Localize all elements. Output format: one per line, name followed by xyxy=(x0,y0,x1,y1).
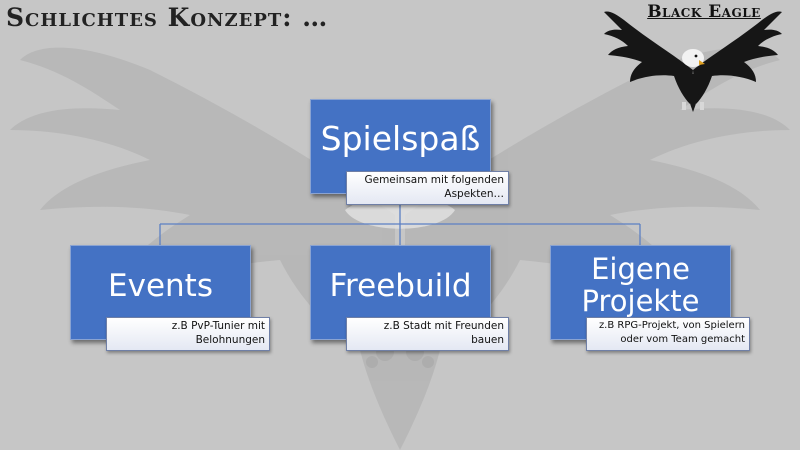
node-events-label: Events xyxy=(108,268,213,304)
note-events-line-2: Belohnungen xyxy=(195,334,265,346)
note-spielspass: Gemeinsam mit folgenden Aspekten… xyxy=(346,171,509,205)
note-freebuild: z.B Stadt mit Freunden bauen xyxy=(346,317,509,351)
note-spielspass-line-1: Gemeinsam mit folgenden xyxy=(364,174,504,186)
note-events: z.B PvP-Tunier mit Belohnungen xyxy=(106,317,270,351)
node-eigene-projekte-label-line-2: Projekte xyxy=(581,284,700,318)
node-eigene-projekte-label-line-1: Eigene xyxy=(591,252,690,286)
note-freebuild-line-2: bauen xyxy=(471,334,504,346)
node-spielspass-label: Spielspaß xyxy=(320,119,481,158)
node-freebuild-label: Freebuild xyxy=(329,268,472,304)
eagle-icon xyxy=(604,11,782,112)
note-eigene-projekte: z.B RPG-Projekt, von Spielern oder vom T… xyxy=(586,317,750,351)
note-eigene-projekte-line-1: z.B RPG-Projekt, von Spielern xyxy=(598,320,745,331)
note-eigene-projekte-line-2: oder vom Team gemacht xyxy=(620,334,745,345)
note-spielspass-line-2: Aspekten… xyxy=(444,188,504,200)
note-freebuild-line-1: z.B Stadt mit Freunden xyxy=(383,320,504,332)
note-events-line-1: z.B PvP-Tunier mit xyxy=(171,320,265,332)
logo-label: Black Eagle xyxy=(647,2,761,22)
slide-title: Schlichtes Konzept: … xyxy=(6,3,329,32)
